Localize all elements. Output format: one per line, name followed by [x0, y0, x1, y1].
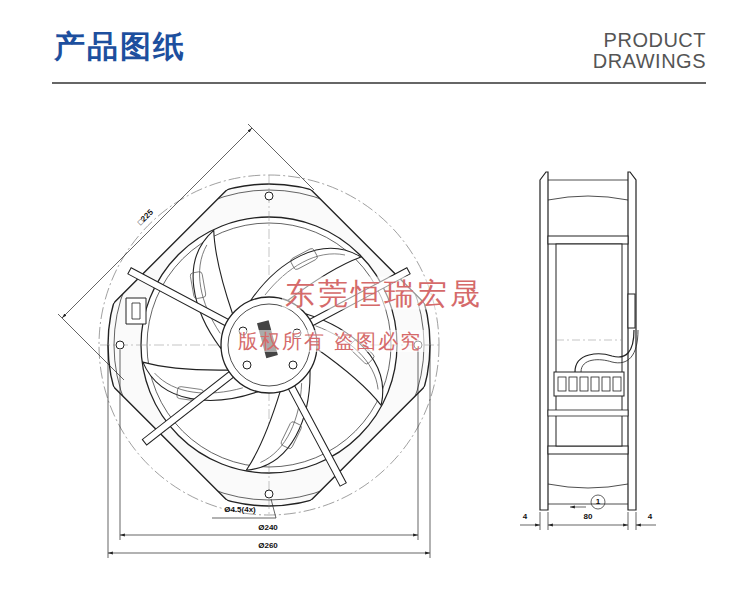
watermark: 东莞恒瑞宏晟: [282, 277, 486, 310]
page-title: 产品图纸: [54, 26, 186, 68]
view-marker: 1: [596, 498, 600, 507]
dimension-label: 4: [648, 513, 652, 522]
dimension-label: 4: [523, 513, 527, 522]
dimension-label: □225: [136, 208, 155, 227]
side-view: [540, 172, 638, 510]
dimension-lines: [58, 124, 430, 558]
front-view: [72, 148, 467, 543]
dimension-label: Ø260: [258, 542, 278, 551]
side-dimension-lines: [520, 495, 656, 530]
watermark: 版权所有 盗图必究: [235, 330, 425, 352]
dimension-label: Ø4.5(4x): [224, 506, 256, 515]
dimension-label: Ø240: [258, 524, 278, 533]
dimension-label: 80: [584, 513, 593, 522]
header-rule: [52, 82, 706, 84]
section-subtitle: PRODUCT DRAWINGS: [560, 30, 706, 72]
